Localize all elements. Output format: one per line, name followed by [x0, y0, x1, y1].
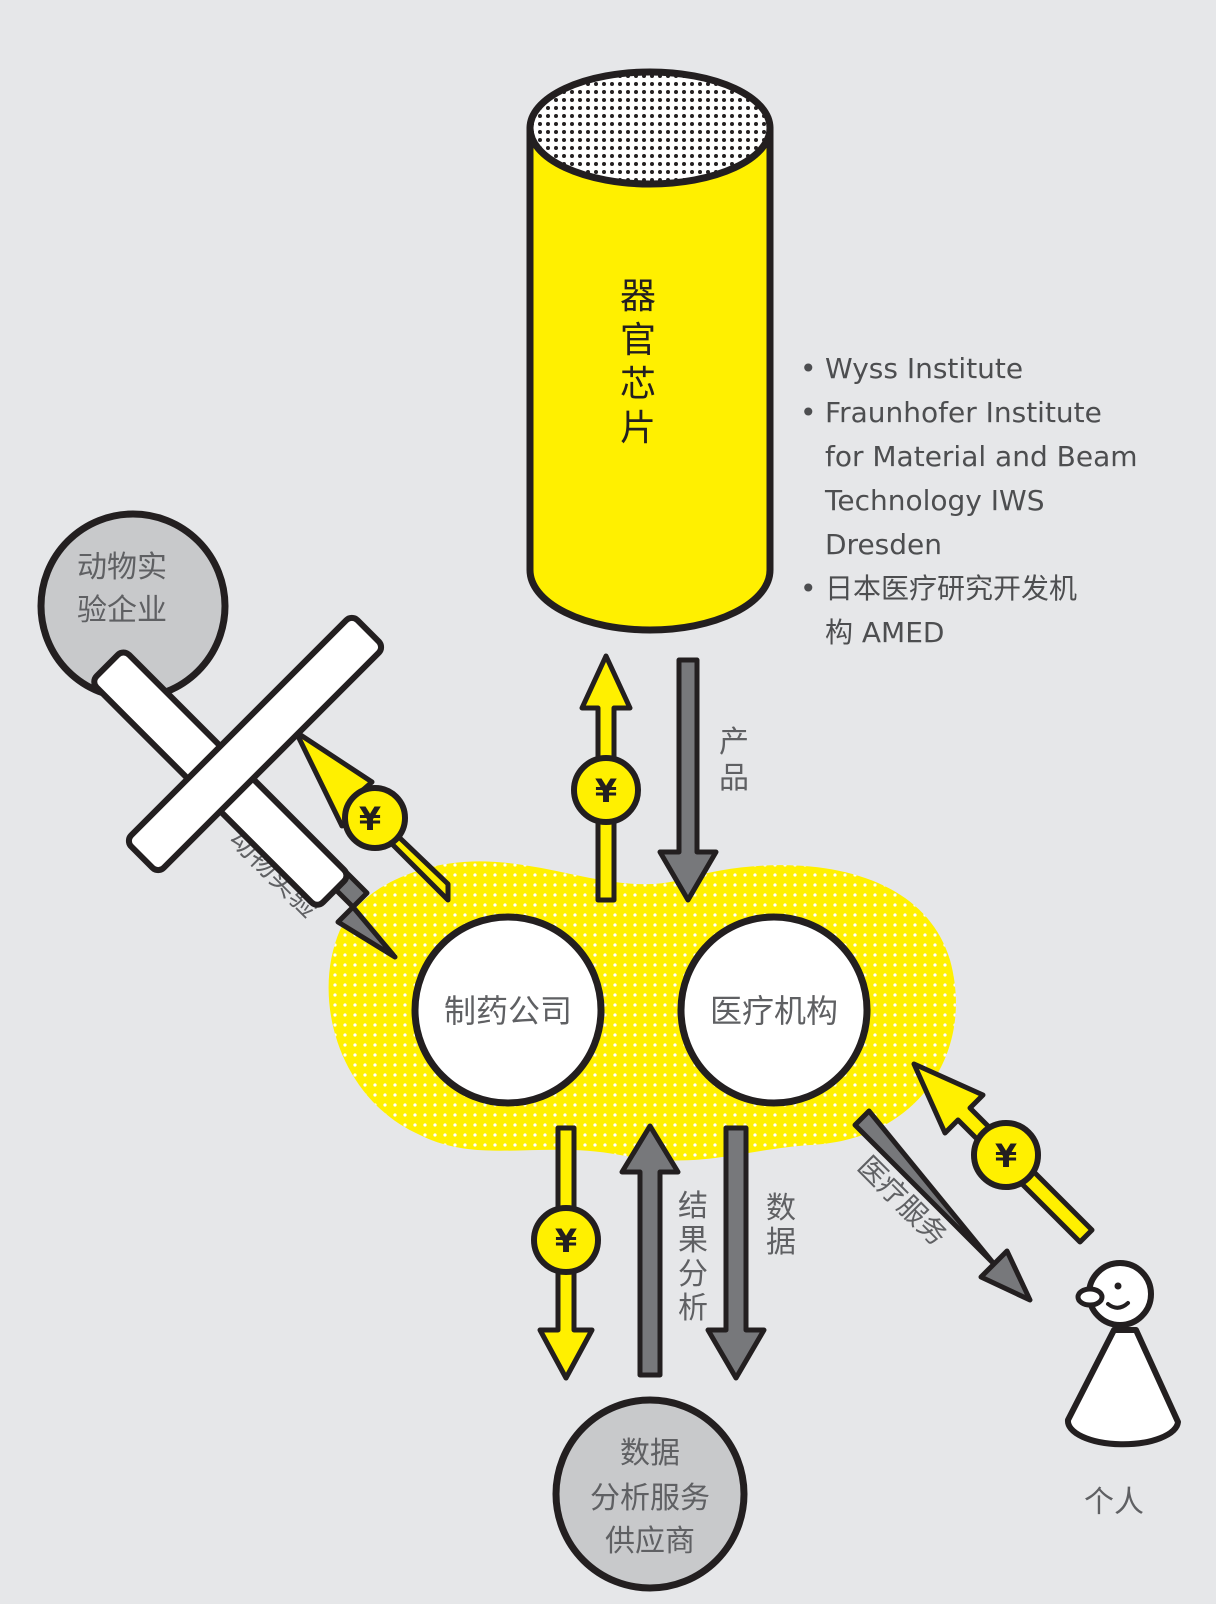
animal-testing-payment-yen: ¥ — [359, 800, 381, 838]
product-label-2: 品 — [719, 761, 749, 796]
organ-chip-label-3: 芯 — [620, 364, 656, 405]
data-provider-payment-yen: ¥ — [555, 1222, 577, 1260]
medical-institution-node: 医疗机构 — [677, 913, 871, 1107]
result-analysis-label-1: 结 — [678, 1189, 708, 1224]
product-label-1: 产 — [719, 725, 749, 760]
data-analysis-provider-label-1: 数据 — [620, 1436, 680, 1471]
data-analysis-provider-node: 数据 分析服务 供应商 — [552, 1396, 748, 1592]
institute-item: Fraunhofer Institute for Material and Be… — [800, 391, 1200, 567]
organ-chip-label-4: 片 — [620, 408, 656, 449]
result-analysis-label-2: 果 — [678, 1223, 708, 1258]
medical-institution-label: 医疗机构 — [710, 992, 838, 1030]
data-provider-payment-arrow: ¥ — [531, 1125, 601, 1381]
organ-chip-label-2: 官 — [620, 320, 656, 361]
data-analysis-provider-label-2: 分析服务 — [590, 1481, 710, 1516]
result-analysis-arrow: 结 果 分 析 — [619, 1123, 708, 1378]
data-label-2: 据 — [766, 1225, 796, 1260]
result-analysis-label-4: 析 — [678, 1291, 708, 1326]
organ-chip-cylinder: 器 官 芯 片 — [526, 68, 774, 634]
organ-chip-label-1: 器 — [620, 276, 656, 317]
pharma-company-node: 制药公司 — [411, 913, 605, 1107]
individual-person-figure: 个人 — [1064, 1260, 1181, 1520]
pharma-company-label: 制药公司 — [444, 992, 572, 1030]
animal-testing-company-label-1: 动物实 — [77, 550, 167, 585]
result-analysis-label-3: 分 — [678, 1257, 708, 1292]
crossed-out-mark — [91, 614, 385, 908]
data-arrow: 数 据 — [705, 1125, 796, 1381]
institute-item: Wyss Institute — [800, 347, 1200, 391]
animal-testing-payment-arrow: ¥ — [293, 729, 451, 903]
data-label-1: 数 — [766, 1191, 796, 1226]
organ-chip-payment-yen: ¥ — [595, 772, 617, 810]
organ-chip-institutes-list: Wyss Institute Fraunhofer Institute for … — [800, 347, 1200, 655]
individual-label: 个人 — [1084, 1485, 1144, 1520]
organ-chip-payment-arrow: ¥ — [571, 653, 641, 903]
data-analysis-provider-label-3: 供应商 — [605, 1524, 695, 1559]
product-arrow: 产 品 — [657, 657, 749, 903]
animal-testing-company-label-2: 验企业 — [77, 593, 167, 628]
individual-payment-arrow: ¥ — [911, 1061, 1095, 1245]
individual-payment-yen: ¥ — [995, 1137, 1017, 1175]
institute-item: 日本医疗研究开发机 构 AMED — [800, 567, 1200, 655]
